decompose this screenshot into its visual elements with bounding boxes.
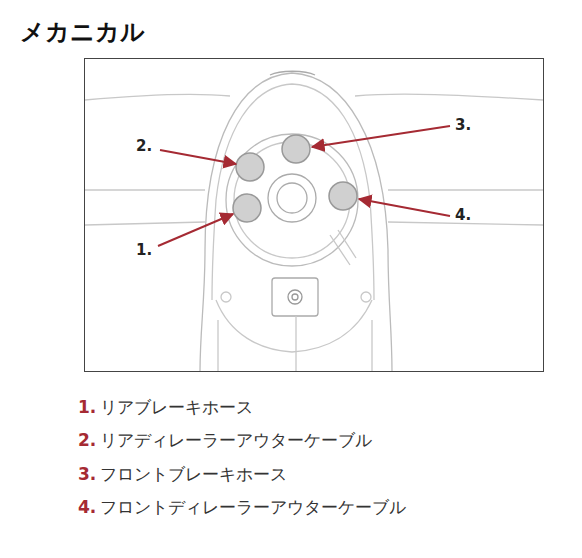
list-text: リアディレーラーアウターケーブル <box>100 430 372 450</box>
callout-number: 3. <box>455 116 471 134</box>
cable-port <box>233 194 261 222</box>
cable-port <box>236 153 264 181</box>
leader-arrow <box>312 126 450 147</box>
frame <box>85 59 544 372</box>
cable-port <box>233 135 357 222</box>
leader-arrow <box>158 126 450 246</box>
page-title: メカニカル <box>20 16 145 48</box>
leader-arrow <box>160 150 236 164</box>
handlebar-stem <box>85 71 543 371</box>
cable-port <box>329 182 357 210</box>
leader-arrow <box>359 199 450 216</box>
list-text: リアブレーキホース <box>100 397 253 417</box>
list-number: 1. <box>78 397 96 417</box>
callout-number: 4. <box>455 206 471 224</box>
callout-number: 2. <box>136 137 152 155</box>
cable-port <box>282 135 310 163</box>
leader-arrow <box>158 214 233 246</box>
list-number: 4. <box>78 497 96 517</box>
callout-number: 1. <box>136 241 152 259</box>
list-text: フロントディレーラーアウターケーブル <box>100 497 406 517</box>
list-number: 2. <box>78 430 96 450</box>
list-text: フロントブレーキホース <box>100 464 287 484</box>
list-number: 3. <box>78 464 96 484</box>
